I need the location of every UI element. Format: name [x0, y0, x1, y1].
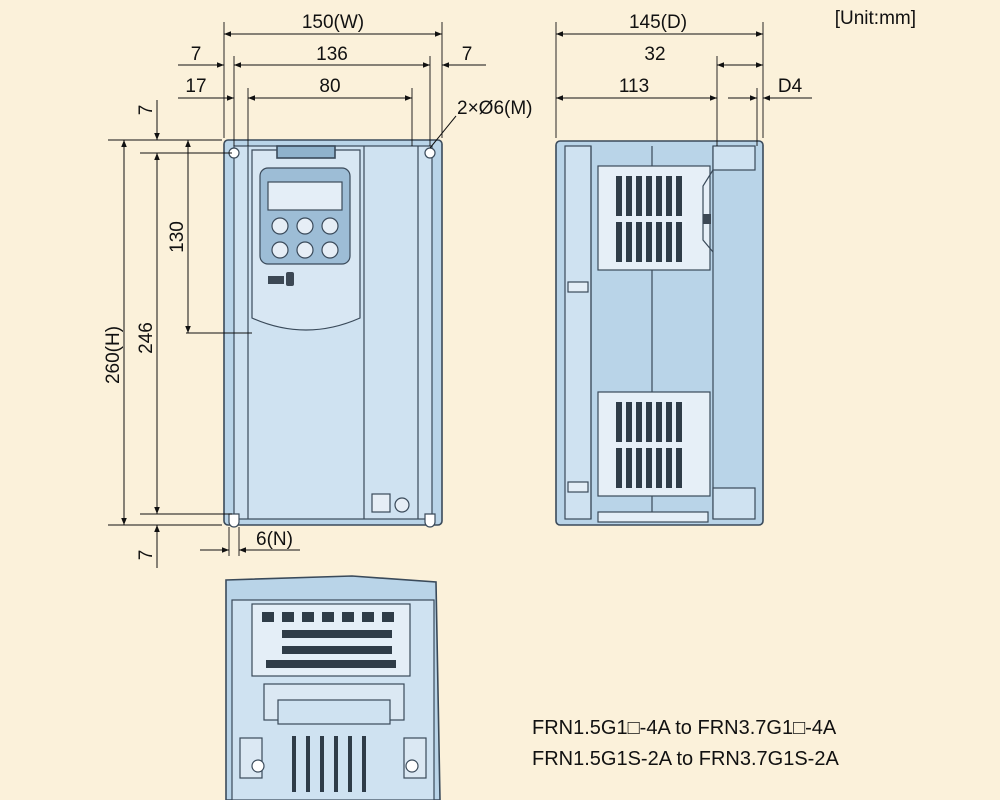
side-view [555, 140, 764, 526]
dim-height-130: 130 [167, 221, 188, 253]
caption-line-1: FRN1.5G1□-4A to FRN3.7G1□-4A [532, 717, 837, 739]
dim-top-7: 7 [136, 105, 157, 116]
bottom-view [225, 575, 441, 800]
dimension-lines [121, 31, 812, 568]
dim-side-7-left: 7 [191, 44, 202, 65]
dim-bottom-7: 7 [136, 550, 157, 561]
dim-width-80: 80 [319, 76, 340, 97]
dimension-labels: 150(W) 136 7 7 17 80 2×Ø6(M) 145(D) 32 1… [103, 8, 916, 560]
dim-offset-17: 17 [185, 76, 206, 97]
model-caption: FRN1.5G1□-4A to FRN3.7G1□-4A FRN1.5G1S-2… [532, 717, 839, 770]
dim-side-7-right: 7 [462, 44, 473, 65]
dim-mount-holes: 2×Ø6(M) [457, 98, 533, 119]
dim-height-246: 246 [136, 322, 157, 354]
front-view [223, 139, 443, 528]
caption-line-2: FRN1.5G1S-2A to FRN3.7G1S-2A [532, 748, 839, 770]
dim-height-total: 260(H) [103, 326, 124, 384]
dim-depth-d4: D4 [778, 76, 803, 97]
dim-depth-113: 113 [619, 76, 649, 97]
dim-width-total: 150(W) [302, 12, 364, 33]
unit-label: [Unit:mm] [835, 8, 916, 29]
dim-depth-32: 32 [644, 44, 665, 65]
dim-notch-6: 6(N) [256, 529, 293, 550]
dim-width-136: 136 [316, 44, 348, 65]
dim-depth-total: 145(D) [629, 12, 687, 33]
